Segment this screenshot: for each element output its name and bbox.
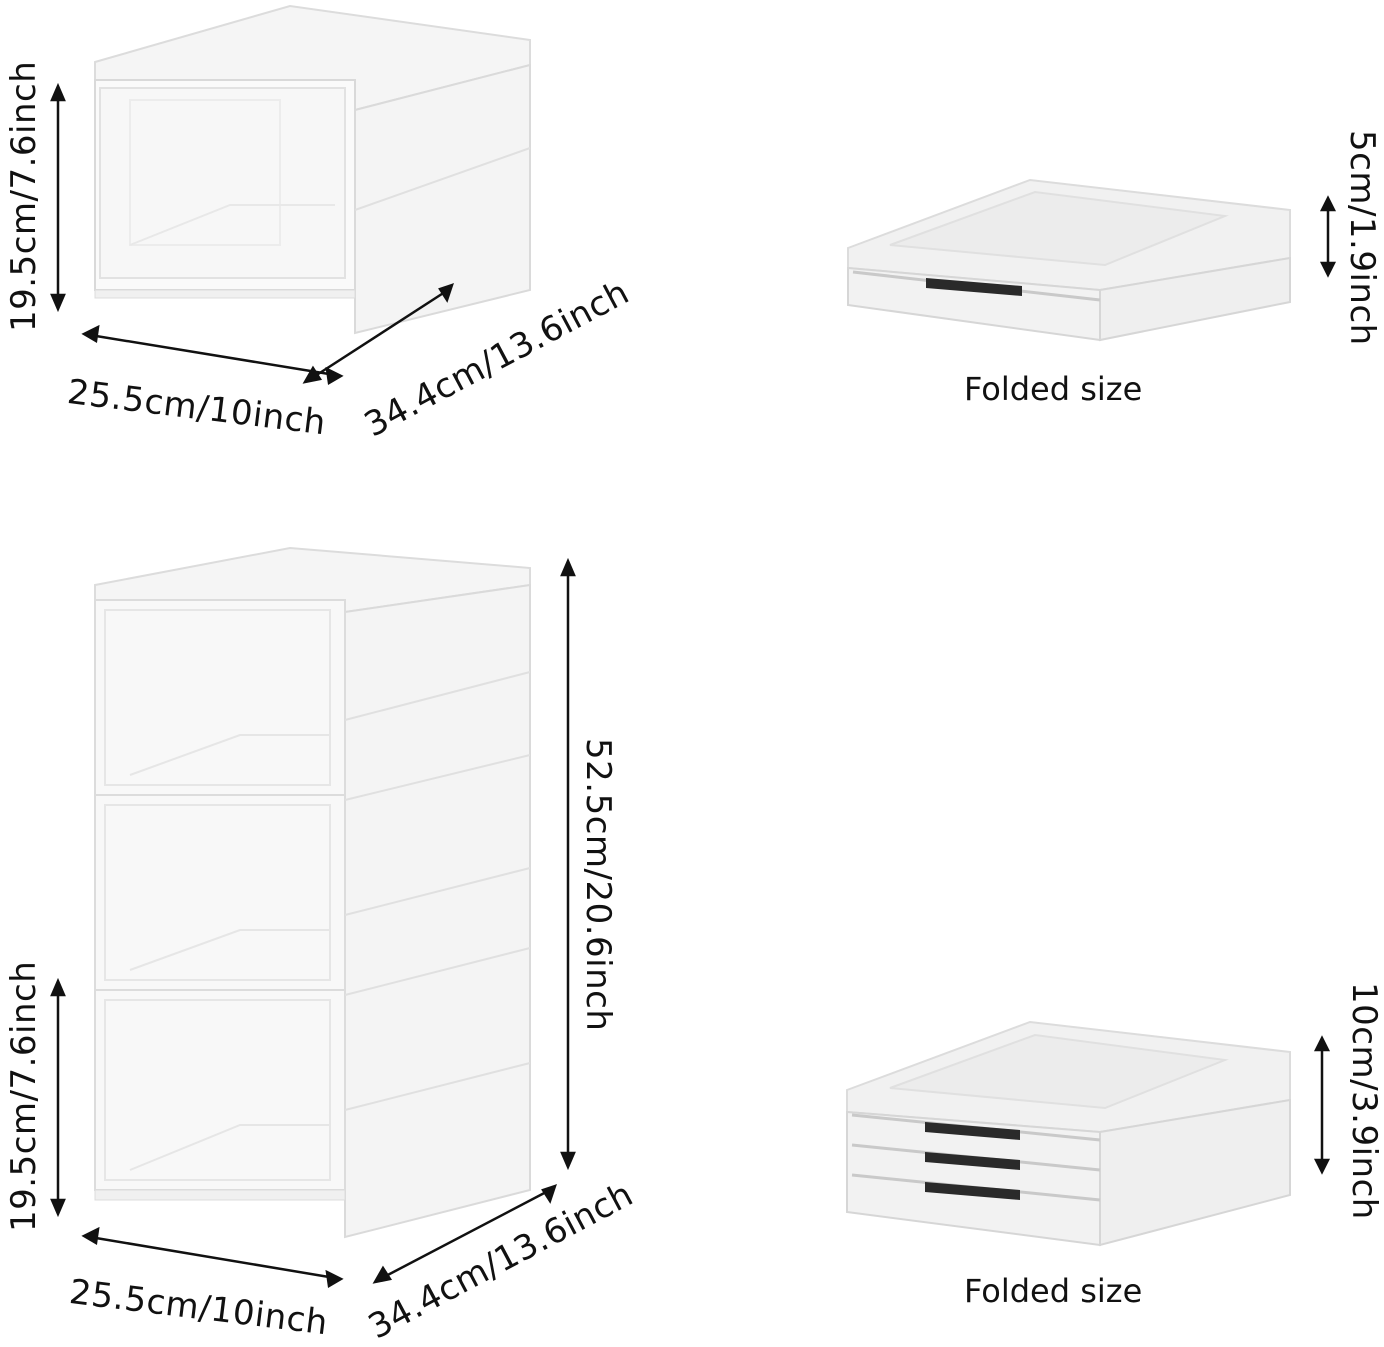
triple-folded-caption: Folded size bbox=[964, 1272, 1143, 1310]
single-folded-caption: Folded size bbox=[964, 370, 1143, 408]
triple-folded-height-label: 10cm/3.9inch bbox=[1344, 982, 1384, 1220]
